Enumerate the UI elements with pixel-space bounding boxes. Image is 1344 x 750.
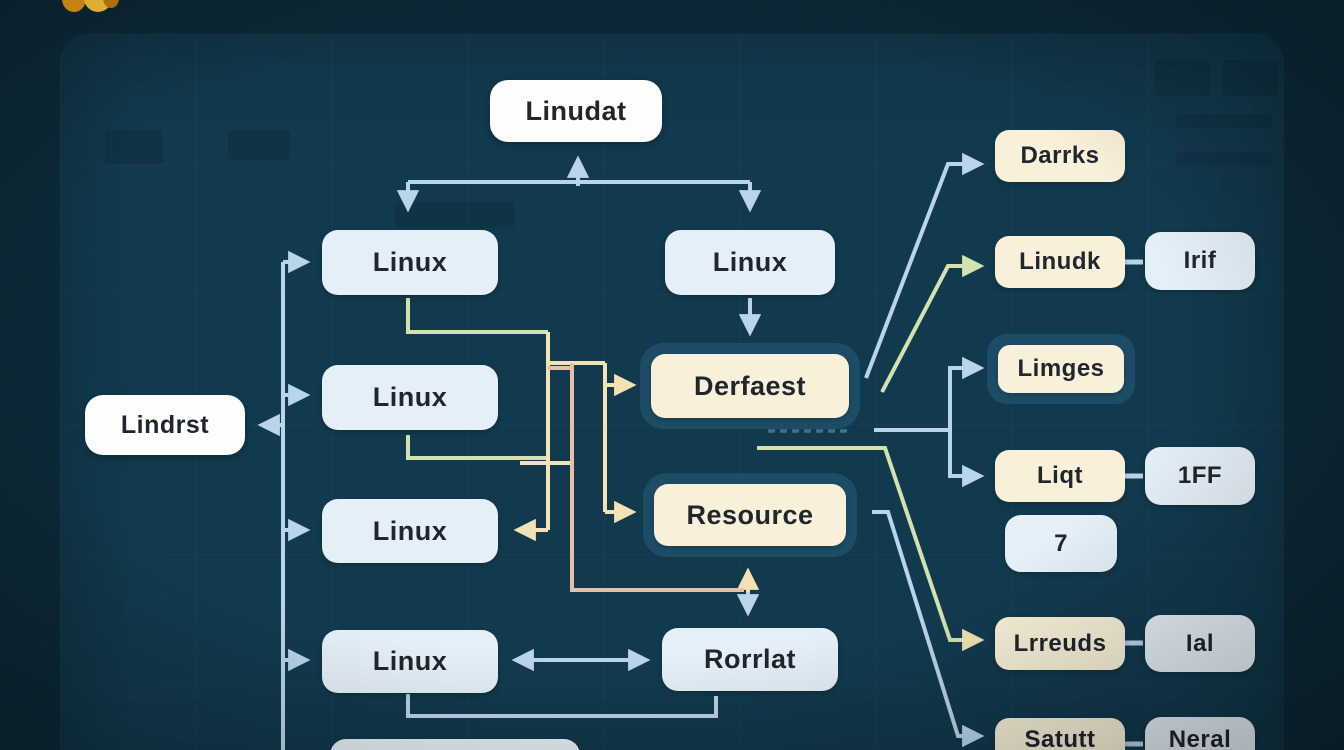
node-label: Linudat	[525, 95, 627, 126]
node-linux-top-mid: Linux	[665, 230, 835, 295]
node-label: Linudk	[1019, 248, 1101, 275]
node-linux-mid-left: Linux	[322, 365, 498, 430]
skeleton-block	[395, 202, 515, 228]
node-rorrlat: Rorrlat	[662, 628, 838, 691]
node-irif: Irif	[1145, 232, 1255, 290]
node-label: Rorrlat	[703, 644, 796, 674]
node-label: Limges	[1017, 355, 1105, 382]
node-label: 7	[1054, 529, 1068, 557]
node-label: Linux	[372, 646, 448, 676]
node-label: Lrreuds	[1013, 629, 1107, 657]
node-label: Darrks	[1020, 142, 1100, 169]
node-label: Derfaest	[693, 370, 807, 401]
node-bottom-partial	[330, 739, 580, 750]
skeleton-bar	[1176, 152, 1272, 166]
node-label: Linux	[372, 382, 448, 412]
node-label: Linux	[372, 515, 448, 546]
node-label: Linux	[712, 247, 788, 277]
node-label: Irif	[1183, 247, 1217, 274]
node-ial: Ial	[1145, 615, 1255, 672]
node-seven: 7	[1005, 515, 1117, 572]
node-linux-top-left: Linux	[322, 230, 498, 295]
node-linux-bottom-left: Linux	[322, 630, 498, 693]
skeleton-block	[228, 130, 290, 160]
node-lrreuds: Lrreuds	[995, 617, 1125, 670]
node-label: Satutt	[1024, 726, 1096, 750]
node-neral: Neral	[1145, 717, 1255, 750]
node-label: Resource	[686, 499, 814, 530]
node-label: Ial	[1185, 629, 1215, 657]
node-label: Linux	[372, 247, 448, 277]
skeleton-bar	[1176, 114, 1272, 128]
node-label: Liqt	[1037, 462, 1083, 489]
node-lindrst: Lindrst	[85, 395, 245, 455]
node-liqt: Liqt	[995, 450, 1125, 502]
skeleton-block	[1155, 60, 1211, 96]
node-darrks: Darrks	[995, 130, 1125, 182]
node-linudk: Linudk	[995, 236, 1125, 288]
node-1ff: 1FF	[1145, 447, 1255, 505]
node-limges: Limges	[987, 334, 1135, 404]
node-linudat: Linudat	[490, 80, 662, 142]
node-label: 1FF	[1177, 462, 1223, 489]
node-label: Neral	[1168, 726, 1232, 750]
node-label: Lindrst	[120, 410, 210, 439]
skeleton-block	[105, 130, 163, 164]
skeleton-block	[1222, 60, 1278, 96]
node-linux-lower-left: Linux	[322, 499, 498, 563]
node-derfaest: Derfaest	[640, 343, 860, 429]
node-resource: Resource	[643, 473, 857, 557]
node-satutt: Satutt	[995, 718, 1125, 750]
